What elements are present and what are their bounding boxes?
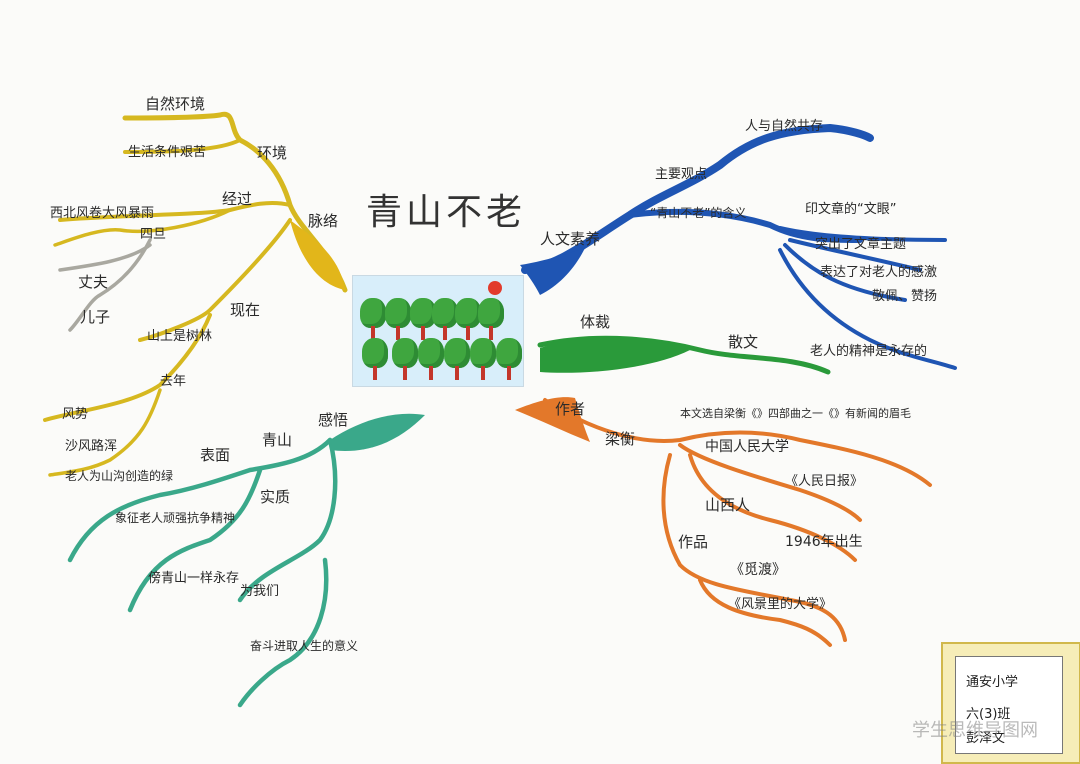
- label-born: 1946年出生: [785, 535, 863, 549]
- tree-icon: [478, 298, 504, 340]
- label-midu: 《觅渡》: [730, 563, 786, 577]
- label-mailuo: 脉络: [308, 214, 338, 229]
- label-storm: 西北风卷大风暴雨: [50, 207, 154, 220]
- label-shanxi: 山西人: [705, 498, 750, 513]
- label-forest: 山上是树林: [147, 330, 212, 343]
- label-eternal: 傍青山一样永存: [148, 572, 239, 585]
- label-son: 儿子: [80, 310, 110, 325]
- tree-icon: [360, 298, 386, 340]
- tree-icon: [385, 298, 411, 340]
- label-coexist: 人与自然共存: [745, 120, 823, 133]
- label-surface: 表面: [200, 448, 230, 463]
- label-green-created: 老人为山沟创造的绿: [65, 470, 173, 482]
- school-name: 通安小学: [966, 671, 1018, 690]
- label-env: 环境: [257, 146, 287, 161]
- map-title: 青山不老: [366, 183, 526, 235]
- label-ticai: 体裁: [580, 315, 610, 330]
- label-works: 作品: [678, 535, 708, 550]
- label-ganwu: 感悟: [318, 413, 348, 428]
- label-process: 经过: [222, 192, 252, 207]
- label-prose: 散文: [728, 335, 758, 350]
- label-source: 本文选自梁衡《》四部曲之一《》有新闻的眉毛: [680, 408, 911, 419]
- label-peoples-daily: 《人民日报》: [785, 475, 863, 488]
- label-theme: 突出了文章主题: [815, 238, 906, 251]
- label-now: 现在: [230, 303, 260, 318]
- label-life-meaning: 奋斗进取人生的意义: [250, 640, 358, 652]
- label-qingshan: 青山: [262, 433, 292, 448]
- label-sand: 沙风路浑: [65, 440, 117, 453]
- watermark: 学生思维导图网: [912, 716, 1038, 742]
- label-four-dan: 四旦: [140, 228, 166, 241]
- label-spirit: 老人的精神是永存的: [810, 345, 927, 358]
- name-card: 通安小学 六(3)班 彭泽文: [941, 642, 1080, 764]
- label-text-eye: 印文章的“文眼”: [805, 203, 896, 216]
- label-admire: 敬佩、赞扬: [872, 290, 937, 303]
- label-liangheng: 梁衡: [605, 432, 635, 447]
- label-essence: 实质: [260, 490, 290, 505]
- tree-icon: [470, 338, 496, 380]
- label-renwen: 人文素养: [540, 232, 600, 247]
- label-gratitude: 表达了对老人的感激: [820, 266, 937, 279]
- label-hard-life: 生活条件艰苦: [128, 146, 206, 159]
- label-husband: 丈夫: [78, 275, 108, 290]
- yellow-leaf: [290, 220, 345, 290]
- yellow-branch: [45, 114, 345, 475]
- tree-icon: [418, 338, 444, 380]
- label-scenery: 《风景里的大学》: [728, 598, 832, 611]
- label-wind: 风势: [62, 408, 88, 421]
- label-last-year: 去年: [160, 375, 186, 388]
- tree-icon: [362, 338, 388, 380]
- label-meaning: “青山不老”的含义: [650, 207, 746, 219]
- sun-icon: [488, 281, 502, 295]
- tree-icon: [496, 338, 522, 380]
- label-zuozhe: 作者: [555, 402, 585, 417]
- tree-icon: [392, 338, 418, 380]
- label-main-view: 主要观点: [655, 168, 707, 181]
- label-natural-env: 自然环境: [145, 97, 205, 112]
- label-for-us: 为我们: [240, 585, 279, 598]
- blue-root: [520, 248, 585, 295]
- label-university: 中国人民大学: [705, 440, 789, 454]
- label-symbol: 象征老人顽强抗争精神: [115, 512, 235, 524]
- tree-icon: [444, 338, 470, 380]
